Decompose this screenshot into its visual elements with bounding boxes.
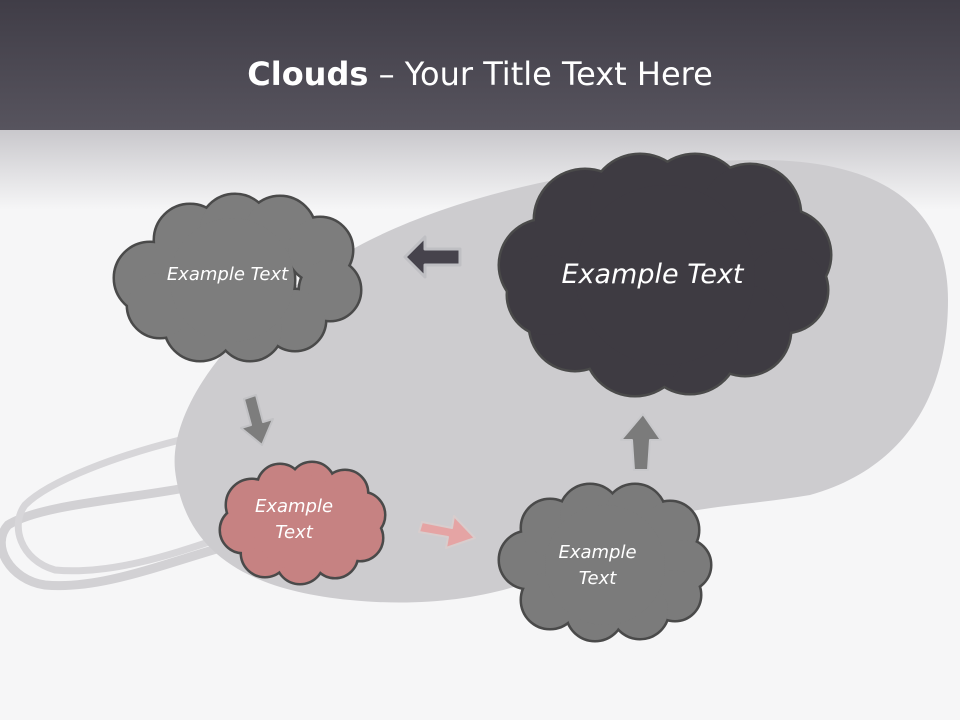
cloud-bottom-left [218, 460, 387, 586]
cloud-bottom-right [497, 482, 713, 643]
cloud-top-left-label: Example Text [166, 263, 289, 285]
cloud-bottom-left-label: Example Text [254, 495, 334, 543]
arrow-down [240, 394, 274, 446]
mask-strap-inner [14, 436, 217, 575]
cloud-top-left-puff [170, 218, 294, 342]
cloud-top-right-puff [508, 255, 588, 335]
cloud-top-right-puff [575, 185, 755, 365]
title-bar [0, 0, 960, 130]
arrow-right [418, 515, 476, 549]
arrow-left [403, 235, 462, 279]
cloud-bottom-right-puff [545, 505, 665, 625]
mask-strap [0, 483, 232, 591]
title-dash: – [368, 55, 405, 93]
cloud-top-right [497, 152, 833, 398]
cloud-bottom-left-puff [252, 474, 348, 570]
title-rest: Your Title Text Here [404, 55, 713, 93]
cloud-bottom-right-label: Example Text [558, 541, 637, 589]
cloud-top-right-label: Example Text [561, 259, 744, 291]
title-bold: Clouds [247, 55, 369, 93]
arrow-up [620, 413, 662, 471]
cloud-top-left [112, 192, 363, 363]
page-title: Clouds – Your Title Text Here [0, 52, 960, 96]
